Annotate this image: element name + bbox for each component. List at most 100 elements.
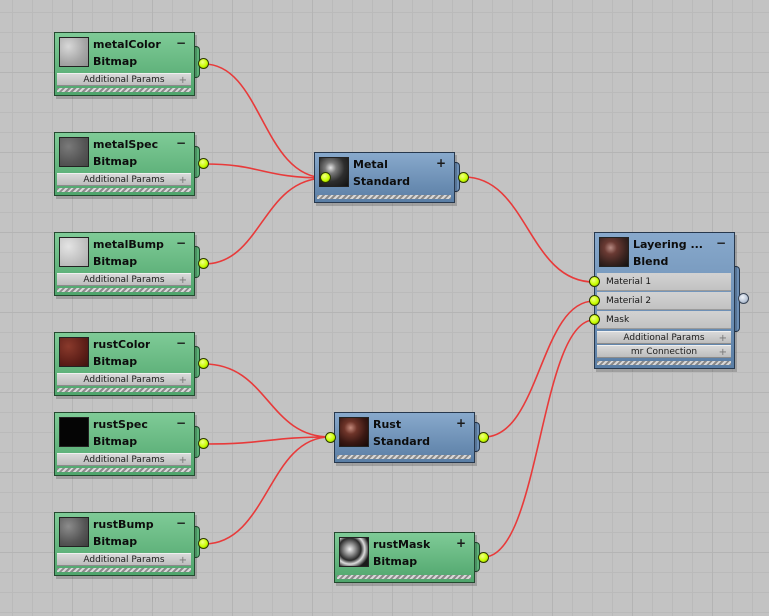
node-header[interactable]: Metal Standard + [315, 153, 454, 194]
input-socket[interactable] [325, 432, 336, 443]
additional-params-rollout[interactable]: Additional Params + [57, 453, 191, 466]
node-body: rustMask Bitmap + [334, 532, 475, 583]
additional-params-rollout[interactable]: Additional Params + [57, 373, 191, 386]
node-header[interactable]: rustBump Bitmap − [55, 513, 194, 554]
additional-params-rollout[interactable]: Additional Params + [57, 73, 191, 86]
node-title: rustColor [93, 338, 151, 351]
output-socket[interactable] [198, 58, 209, 69]
rollout-label: Additional Params [83, 175, 165, 185]
node-header[interactable]: Rust Standard + [335, 413, 474, 454]
plus-icon[interactable]: + [435, 156, 446, 170]
rollout-label: Additional Params [83, 75, 165, 85]
minus-icon[interactable]: − [175, 236, 186, 250]
node-header[interactable]: Layering ... Blend − [595, 233, 734, 274]
additional-params-rollout[interactable]: Additional Params + [597, 331, 731, 344]
additional-params-rollout[interactable]: Additional Params + [57, 273, 191, 286]
output-socket[interactable] [478, 432, 489, 443]
slot-label: Mask [606, 315, 630, 325]
node-metalspec[interactable]: metalSpec Bitmap − Additional Params + [54, 132, 209, 196]
rollout-label: mr Connection [630, 347, 698, 357]
node-body: rustColor Bitmap − Additional Params + [54, 332, 195, 396]
minus-icon[interactable]: − [175, 516, 186, 530]
wire-metalbump-metal [203, 177, 327, 265]
node-body: Rust Standard + [334, 412, 475, 463]
bitmap-thumbnail [59, 37, 89, 67]
node-type: Bitmap [373, 555, 418, 568]
resize-stripe [57, 468, 191, 472]
output-socket[interactable] [458, 172, 469, 183]
additional-params-rollout[interactable]: Additional Params + [57, 553, 191, 566]
node-rustbump[interactable]: rustBump Bitmap − Additional Params + [54, 512, 209, 576]
rollout-label: Additional Params [83, 555, 165, 565]
node-body: metalColor Bitmap − Additional Params + [54, 32, 195, 96]
node-type: Bitmap [93, 355, 138, 368]
output-socket[interactable] [198, 158, 209, 169]
node-body: metalBump Bitmap − Additional Params + [54, 232, 195, 296]
node-metalbump[interactable]: metalBump Bitmap − Additional Params + [54, 232, 209, 296]
minus-icon[interactable]: − [715, 236, 726, 250]
input-socket-material-2[interactable] [589, 295, 600, 306]
wire-metalspec-metal [203, 163, 327, 179]
minus-icon[interactable]: − [175, 416, 186, 430]
node-body: Metal Standard + [314, 152, 455, 203]
slot-label: Material 2 [606, 296, 652, 306]
slot-material-1[interactable]: Material 1 [597, 273, 731, 291]
slot-mask[interactable]: Mask [597, 311, 731, 329]
node-type: Bitmap [93, 435, 138, 448]
node-layering-blend[interactable]: Layering ... Blend − Material 1 Material… [589, 232, 749, 369]
plus-icon: + [178, 175, 187, 186]
node-rustspec[interactable]: rustSpec Bitmap − Additional Params + [54, 412, 209, 476]
plus-icon[interactable]: + [455, 416, 466, 430]
plus-icon[interactable]: + [455, 536, 466, 550]
plus-icon: + [718, 333, 727, 344]
node-title: Layering ... [633, 238, 703, 251]
node-header[interactable]: rustColor Bitmap − [55, 333, 194, 374]
output-socket[interactable] [198, 438, 209, 449]
node-title: Metal [353, 158, 388, 171]
plus-icon: + [178, 455, 187, 466]
mr-connection-rollout[interactable]: mr Connection + [597, 345, 731, 358]
node-header[interactable]: metalColor Bitmap − [55, 33, 194, 74]
node-metalcolor[interactable]: metalColor Bitmap − Additional Params + [54, 32, 209, 96]
node-header[interactable]: rustMask Bitmap + [335, 533, 474, 574]
node-title: rustMask [373, 538, 431, 551]
input-socket-material-1[interactable] [589, 276, 600, 287]
resize-stripe [337, 455, 471, 459]
slot-label: Material 1 [606, 277, 652, 287]
resize-stripe [57, 88, 191, 92]
node-title: rustBump [93, 518, 154, 531]
slot-material-2[interactable]: Material 2 [597, 292, 731, 310]
node-title: Rust [373, 418, 402, 431]
node-rustcolor[interactable]: rustColor Bitmap − Additional Params + [54, 332, 209, 396]
output-socket[interactable] [478, 552, 489, 563]
minus-icon[interactable]: − [175, 36, 186, 50]
plus-icon: + [718, 347, 727, 358]
bitmap-thumbnail [339, 537, 369, 567]
material-sphere-thumbnail [599, 237, 629, 267]
node-type: Bitmap [93, 535, 138, 548]
plus-icon: + [178, 555, 187, 566]
node-type: Blend [633, 255, 669, 268]
bitmap-thumbnail [59, 337, 89, 367]
node-header[interactable]: rustSpec Bitmap − [55, 413, 194, 454]
bitmap-thumbnail [59, 137, 89, 167]
additional-params-rollout[interactable]: Additional Params + [57, 173, 191, 186]
node-header[interactable]: metalSpec Bitmap − [55, 133, 194, 174]
node-title: metalBump [93, 238, 164, 251]
node-rust-material[interactable]: Rust Standard + [325, 412, 489, 463]
output-socket[interactable] [198, 538, 209, 549]
resize-stripe [57, 388, 191, 392]
minus-icon[interactable]: − [175, 136, 186, 150]
node-metal-material[interactable]: Metal Standard + [314, 152, 469, 203]
node-header[interactable]: metalBump Bitmap − [55, 233, 194, 274]
output-socket[interactable] [198, 258, 209, 269]
node-type: Bitmap [93, 255, 138, 268]
output-socket[interactable] [738, 293, 749, 304]
output-socket[interactable] [198, 358, 209, 369]
node-body: rustBump Bitmap − Additional Params + [54, 512, 195, 576]
node-rustmask[interactable]: rustMask Bitmap + [334, 532, 489, 583]
minus-icon[interactable]: − [175, 336, 186, 350]
input-socket[interactable] [320, 172, 331, 183]
rollout-label: Additional Params [623, 333, 705, 343]
input-socket-mask[interactable] [589, 314, 600, 325]
